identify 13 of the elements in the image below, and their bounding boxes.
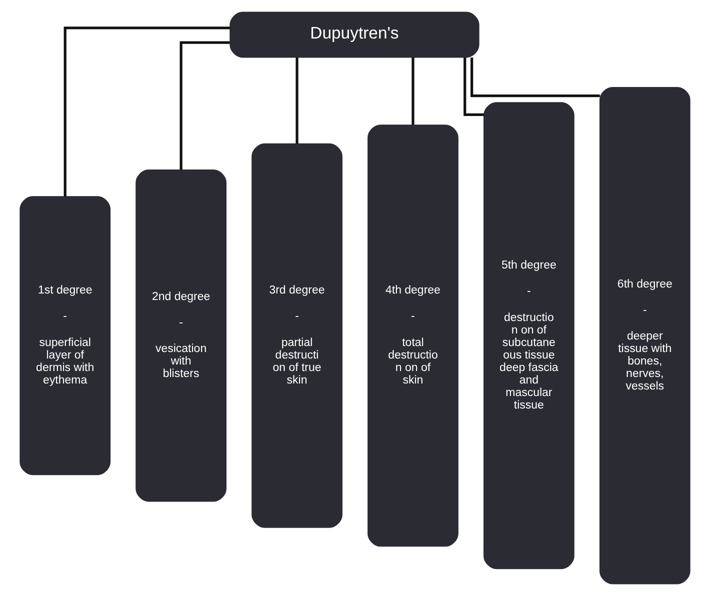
node-box: 1st degree - superficial layer of dermis with eythema [19,196,110,476]
node-box: 6th degree - deeper tissue with bones, nerves, vessels [598,86,690,584]
connector [470,58,600,98]
connector [295,57,298,144]
connector [179,41,230,170]
node-box: 4th degree - total destructio n on of skin [367,124,458,547]
connector [411,57,414,125]
node-box: 2nd degree - vesication with blisters [135,170,226,502]
node-box: 3rd degree - partial destructi on of true skin [251,143,342,528]
connector [463,57,484,116]
node-box: Dupuytren's [229,12,479,58]
connector [63,26,230,197]
node-box: 5th degree - destructio n on of subcutane ous tissue deep fascia and mascular tissue [483,102,574,570]
